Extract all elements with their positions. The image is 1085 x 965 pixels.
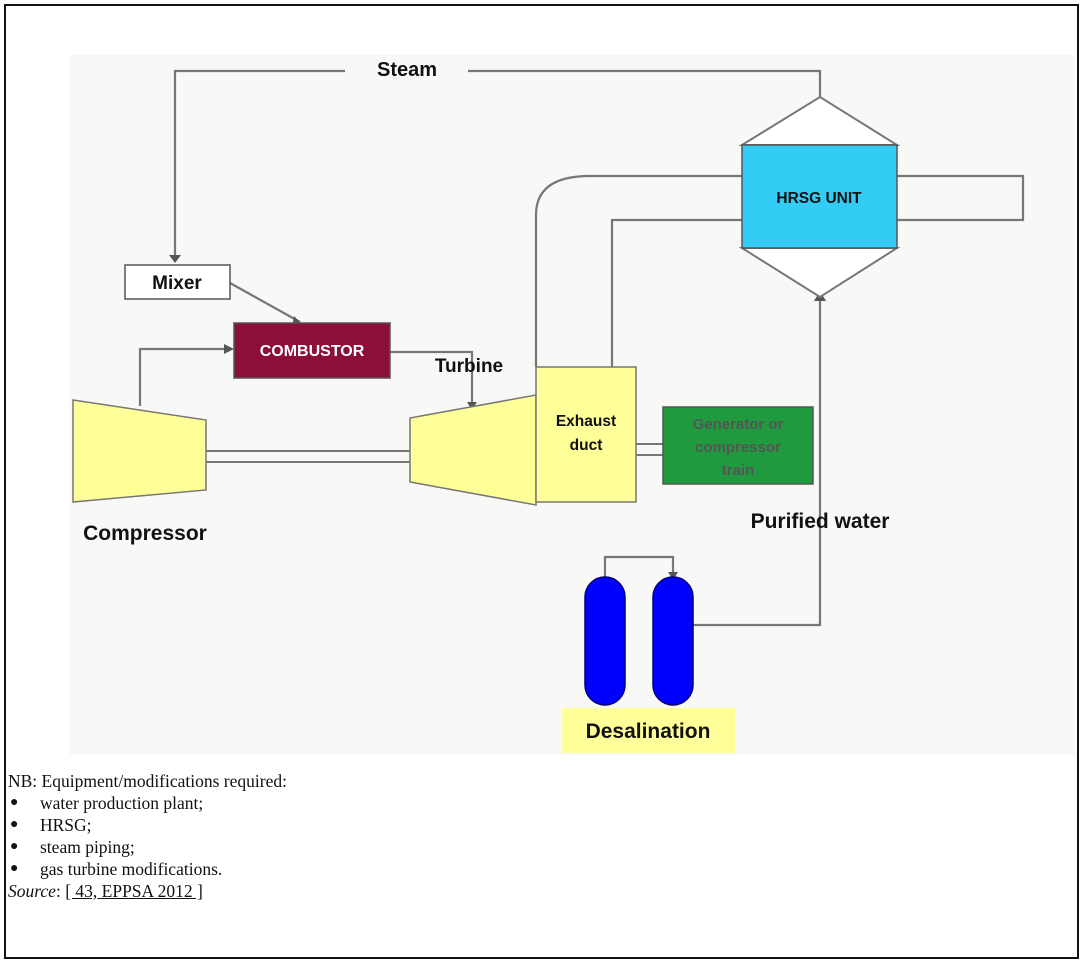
combustor-box (233, 322, 391, 379)
compressor-shape (72, 399, 207, 503)
mixer-label: Mixer (152, 273, 202, 294)
arrow-to-mixer (169, 255, 181, 263)
exhaust-hot-duct (534, 174, 742, 367)
notes-intro: NB: Equipment/modifications required: (8, 771, 287, 791)
source-line: Source: [ 43, EPPSA 2012 ] (8, 880, 1068, 902)
connection-lines (138, 69, 1025, 627)
exhaust-duct-label-1: Exhaust (556, 413, 616, 430)
hrsg-label: HRSG UNIT (776, 190, 862, 207)
list-item: ● water production plant; (8, 792, 1068, 814)
turbine-label: Turbine (435, 356, 503, 377)
arrow-tank (668, 572, 678, 580)
combustor-turbine-line (390, 350, 474, 402)
generator-label-1: Generator or (693, 416, 784, 433)
purified-water-label: Purified water (751, 510, 890, 533)
steam-label: Steam (377, 59, 437, 81)
note-item-text: steam piping; (40, 837, 135, 857)
exhaust-duct-label-2: duct (570, 437, 603, 454)
list-item: ● HRSG; (8, 814, 1068, 836)
desalination-tanks (584, 576, 694, 706)
note-item-text: gas turbine modifications. (40, 859, 223, 879)
list-item: ● gas turbine modifications. (8, 858, 1068, 880)
note-item-text: water production plant; (40, 793, 204, 813)
hrsg-box (741, 144, 898, 249)
steam-line-right (468, 69, 822, 97)
bullet-icon: ● (10, 795, 19, 810)
note-item-text: HRSG; (40, 815, 92, 835)
bullet-icon: ● (10, 817, 19, 832)
hrsg-unit: HRSG UNIT (738, 95, 901, 299)
source-label: Source (8, 881, 56, 901)
list-item: ● steam piping; (8, 836, 1068, 858)
desalination-label: Desalination (586, 720, 711, 743)
source-separator: : (55, 881, 66, 901)
tank-right (652, 576, 694, 706)
desalination-label-bg (562, 708, 735, 753)
bullet-icon: ● (10, 839, 19, 854)
figure-notes: NB: Equipment/modifications required: ● … (8, 770, 1068, 902)
generator-label-2: compressor (695, 439, 781, 456)
exhaust-return-duct (610, 218, 742, 367)
generator-box (662, 406, 814, 485)
hrsg-loop-right (897, 174, 1025, 222)
generator-label-3: train (722, 462, 755, 479)
bullet-icon: ● (10, 861, 19, 876)
shaft-lines (206, 443, 663, 463)
exhaust-duct-box (535, 366, 637, 503)
mixer-box (124, 264, 231, 300)
compressor-combustor-line (138, 347, 232, 406)
source-reference-link[interactable]: [ 43, EPPSA 2012 ] (65, 881, 203, 901)
turbine-shape (409, 394, 537, 506)
arrow-to-combustor-left (224, 344, 234, 354)
purified-water-line (693, 300, 822, 627)
combustor-label: COMBUSTOR (260, 343, 365, 360)
compressor-label: Compressor (83, 522, 207, 545)
steam-line-left (173, 69, 345, 255)
tank-connector-line (603, 555, 675, 582)
mixer-combustor-line (229, 282, 301, 323)
tank-left (584, 576, 626, 706)
